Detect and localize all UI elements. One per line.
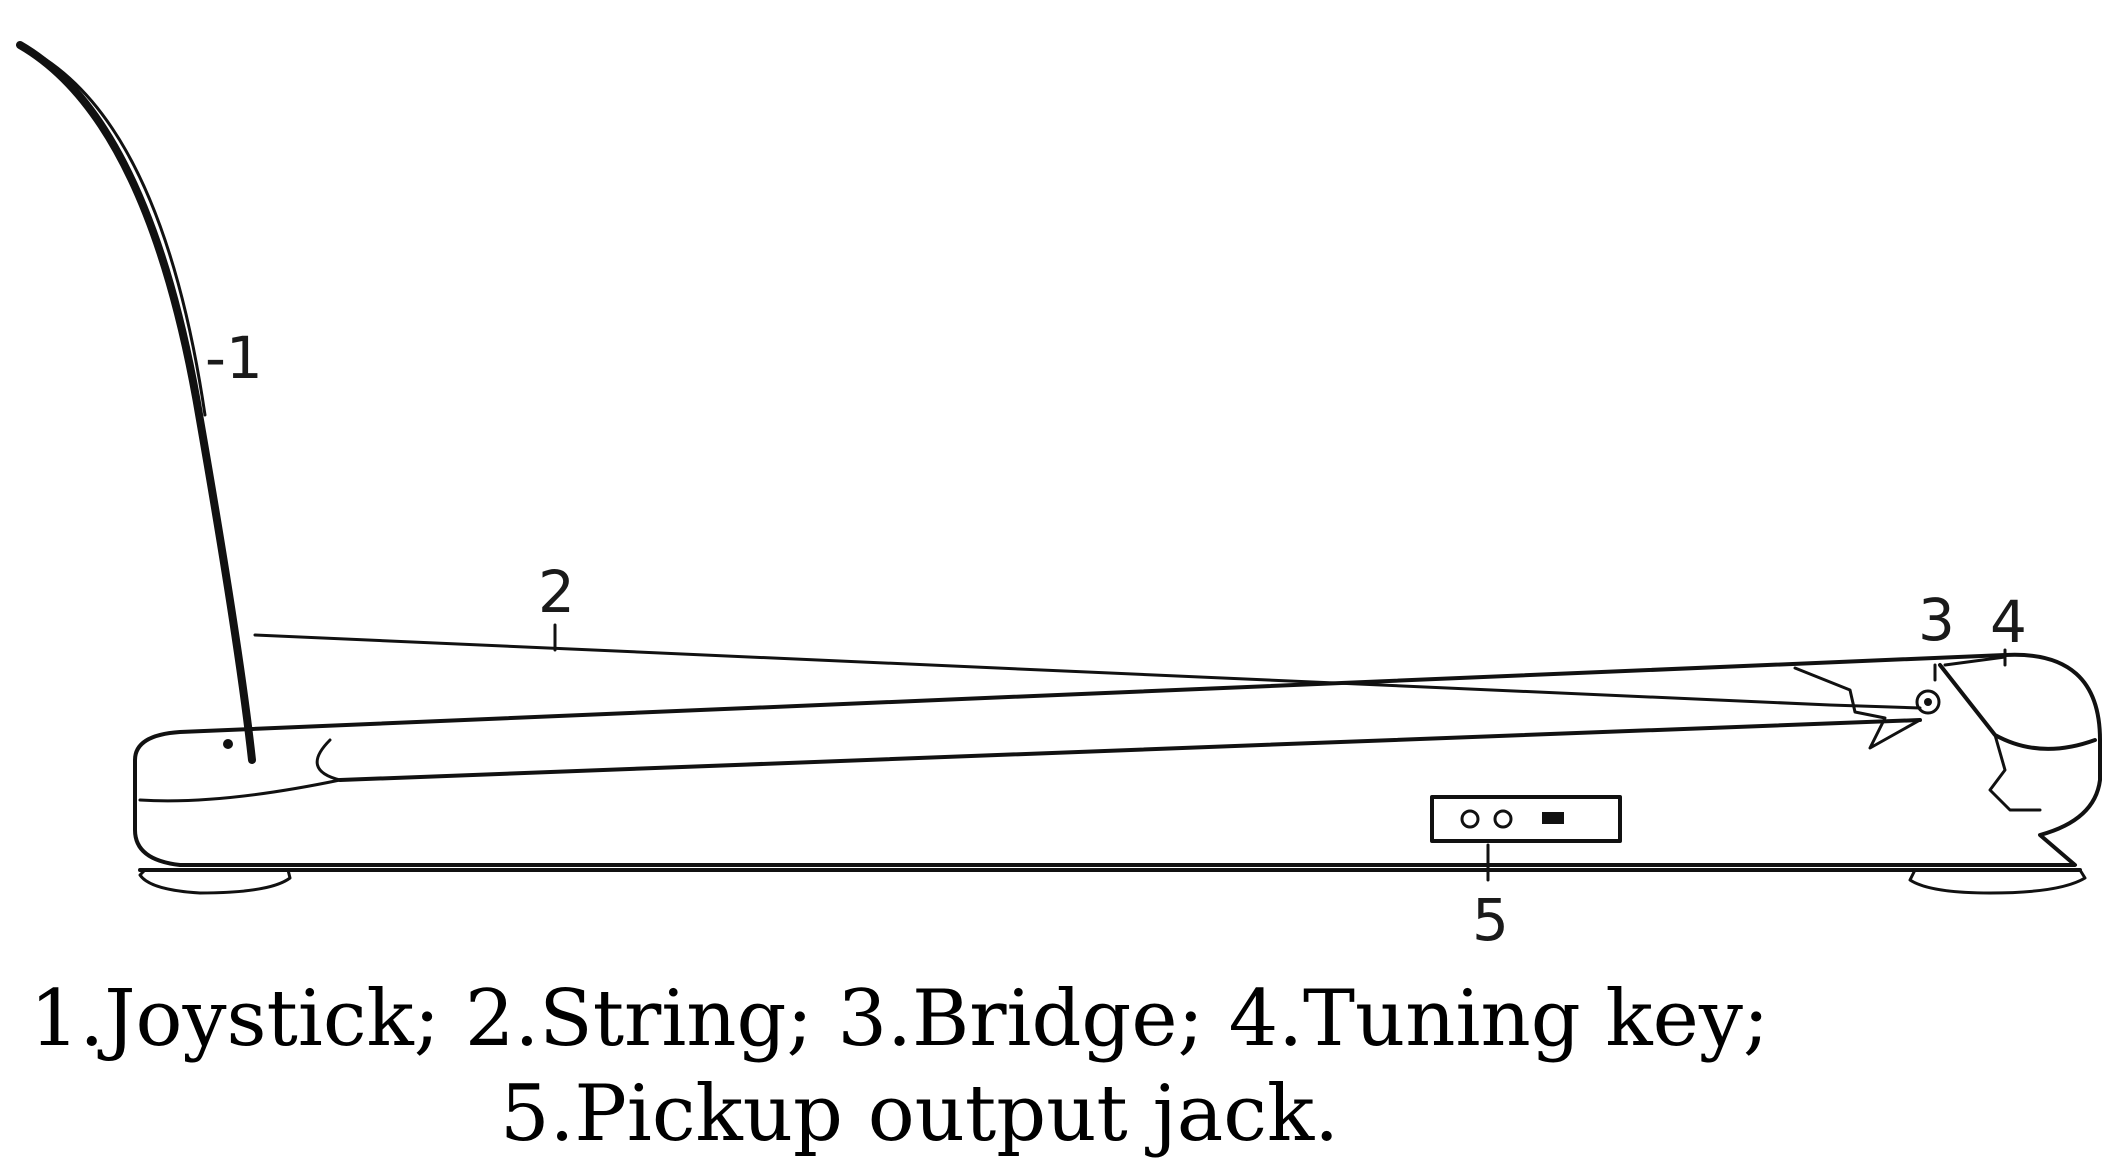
label-string: 2 (538, 558, 575, 626)
caption-line-1: 1.Joystick; 2.String; 3.Bridge; 4.Tuning… (29, 974, 1770, 1064)
caption-line-2: 5.Pickup output jack. (499, 1069, 1340, 1159)
pickup-output-jack (1430, 795, 1622, 843)
pivot-dot (223, 739, 233, 749)
instrument-feet (138, 868, 2087, 895)
label-pickup-output-jack: 5 (1472, 886, 1509, 954)
leader-lines (553, 623, 2007, 882)
label-bridge: 3 (1918, 586, 1955, 654)
label-tuning-key: 4 (1990, 588, 2027, 656)
joystick (16, 41, 256, 764)
instrument-body (133, 652, 2102, 872)
bridge (1915, 689, 1941, 715)
label-joystick: -1 (205, 324, 263, 392)
string (253, 633, 1922, 710)
